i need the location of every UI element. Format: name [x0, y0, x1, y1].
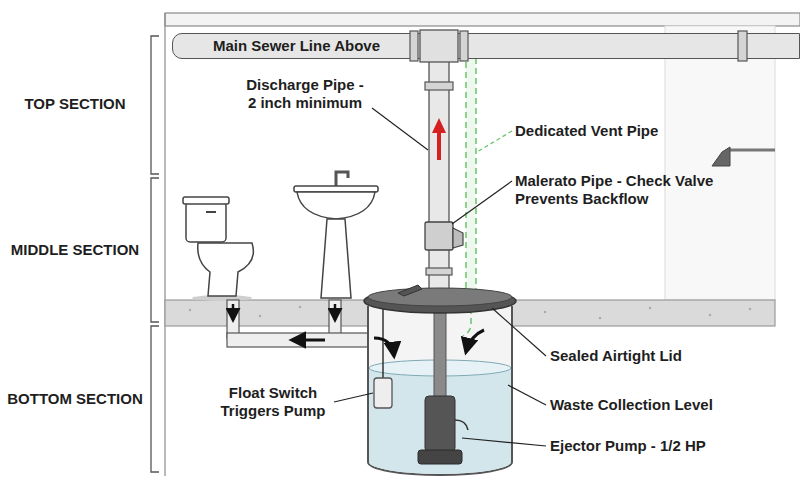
check-valve: [425, 222, 453, 250]
speckle: [649, 307, 651, 309]
flush-handle: [206, 211, 216, 213]
ejector-pump: [425, 396, 455, 452]
sink-basin: [297, 192, 375, 219]
pump-cord: [455, 420, 468, 430]
speckle: [749, 308, 751, 310]
wall-line: [164, 13, 165, 476]
inlet-pipe: [227, 333, 372, 347]
basin: [368, 306, 512, 475]
leader-line: [492, 308, 546, 356]
toilet-tank-lid: [183, 197, 229, 204]
section-bracket: [151, 36, 159, 174]
speckle: [599, 317, 601, 319]
leader-line: [508, 385, 546, 405]
shower-head: [712, 147, 730, 166]
discharge-pipe: [429, 58, 449, 294]
pipe-coupling: [738, 31, 747, 61]
section-bracket: [151, 326, 159, 472]
speckle: [709, 314, 711, 316]
callout-label: Discharge Pipe - 2 inch minimum: [243, 76, 367, 112]
sink-drain: [329, 300, 341, 338]
sink-rim: [294, 186, 378, 192]
pipe-coupling: [410, 31, 418, 61]
toilet-tank: [186, 202, 226, 242]
callout-label: Float Switch Triggers Pump: [213, 384, 333, 420]
speckle: [189, 309, 191, 311]
callout-label: Malerato Pipe - Check Valve Prevents Bac…: [515, 172, 765, 208]
shower-wall: [665, 26, 775, 300]
section-bracket: [151, 178, 159, 322]
speckle: [259, 315, 261, 317]
leader-line: [372, 108, 428, 150]
sink-pedestal: [321, 219, 351, 298]
pipe-coupling: [460, 31, 468, 61]
callout-label: Ejector Pump - 1/2 HP: [550, 437, 790, 455]
leader-line: [477, 131, 512, 152]
section-label: BOTTOM SECTION: [5, 390, 145, 408]
sewer-pipe: Main Sewer Line Above: [172, 33, 800, 59]
leader-line: [334, 393, 373, 402]
flow-arrow: [232, 304, 235, 320]
flow-arrow: [292, 339, 325, 342]
section-label: MIDDLE SECTION: [5, 241, 145, 259]
toilet-bowl: [198, 243, 254, 296]
callout-label: Dedicated Vent Pipe: [515, 122, 755, 140]
toilet-drain: [227, 300, 239, 338]
speckle: [544, 311, 546, 313]
pipe-tee: [420, 30, 458, 62]
speckle: [299, 306, 301, 308]
pump-base: [418, 450, 462, 464]
flow-arrow-up-head: [432, 118, 446, 133]
vent-arrow: [466, 330, 484, 352]
pipe-union: [426, 268, 452, 275]
lid-top: [368, 288, 512, 306]
ceiling: [165, 13, 800, 26]
leader-line: [462, 438, 546, 446]
section-label: TOP SECTION: [5, 95, 145, 113]
lid-handle: [398, 285, 422, 296]
shower-arm: [730, 149, 775, 152]
callout-label: Waste Collection Level: [550, 396, 790, 414]
flow-arrow: [334, 304, 337, 320]
float-switch: [374, 378, 392, 408]
inflow-arrow: [374, 338, 394, 356]
flow-arrow-up: [437, 130, 441, 160]
faucet: [336, 172, 348, 186]
pipe-coupling: [425, 82, 453, 90]
check-valve-body: [453, 228, 463, 248]
pipe-label: Main Sewer Line Above: [213, 34, 799, 57]
callout-label: Sealed Airtight Lid: [550, 347, 790, 365]
pump-riser: [434, 306, 446, 398]
float-cord: [382, 308, 384, 378]
vent-pipe: [466, 58, 476, 298]
leader-line: [452, 181, 512, 224]
